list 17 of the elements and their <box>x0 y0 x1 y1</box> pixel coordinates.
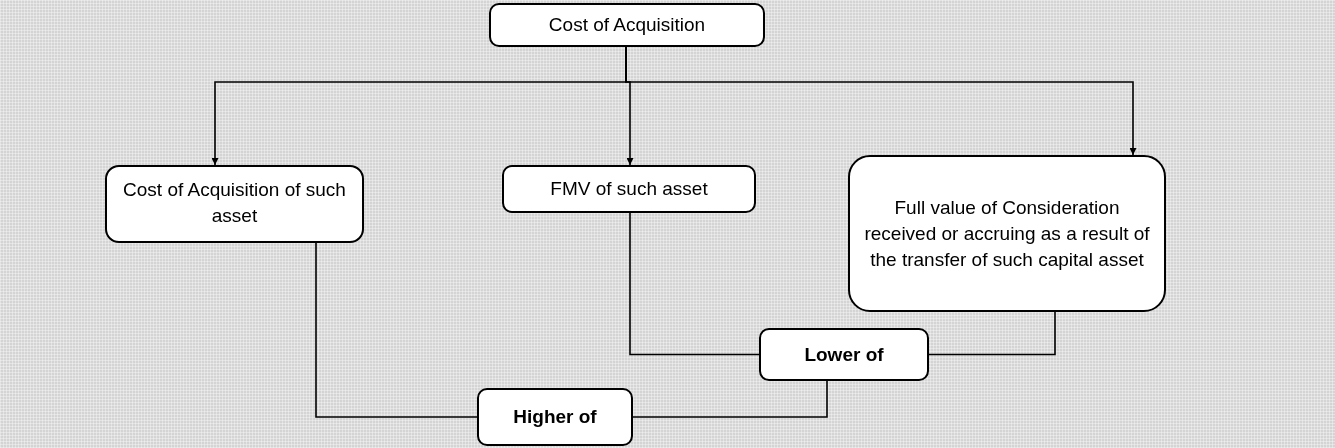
process-box <box>759 328 929 381</box>
connector-line <box>632 380 828 418</box>
arrow <box>625 46 1137 156</box>
process-box <box>477 388 633 446</box>
box-text: Lower of <box>804 342 884 367</box>
process-box <box>489 3 765 47</box>
box-text: Cost of Acquisition <box>548 13 706 37</box>
process-box <box>848 155 1166 312</box>
process-box <box>105 165 364 243</box>
box-text: Cost of Acquisition of such asset <box>122 178 347 228</box>
connector-line <box>928 311 1056 356</box>
box-text: Higher of <box>513 405 597 429</box>
box-text: Full value of Consideration received or accruing as a result of the transfer of such capital asset <box>863 195 1151 272</box>
connector-line <box>629 212 760 356</box>
connector-line <box>315 242 478 418</box>
box-text: FMV of such asset <box>550 177 708 201</box>
process-box <box>502 165 756 213</box>
